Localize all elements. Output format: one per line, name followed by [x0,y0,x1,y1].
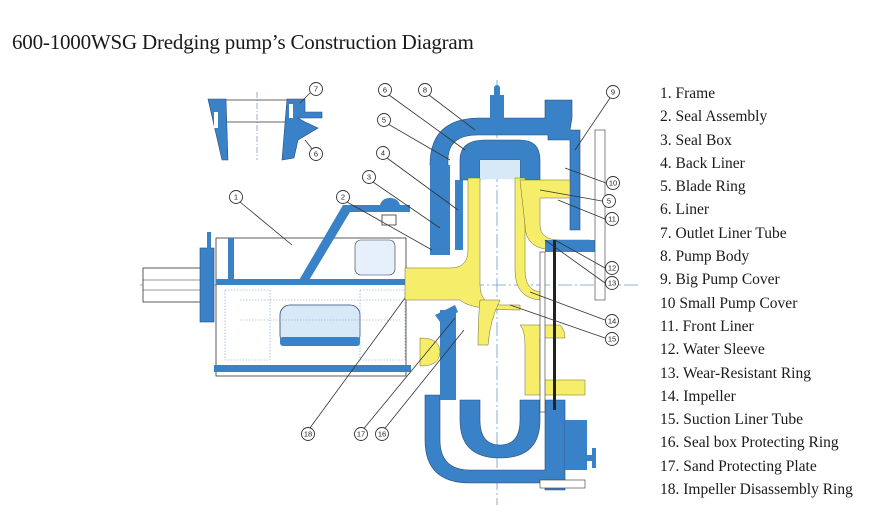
svg-text:11: 11 [608,215,616,224]
callout-16: 16 [375,427,389,441]
svg-text:16: 16 [378,430,386,439]
legend-item: 12. Water Sleeve [660,341,765,359]
svg-text:13: 13 [608,279,616,288]
legend-item: 5. Blade Ring [660,178,746,196]
callout-6b: 6 [309,147,323,161]
legend-item: 9. Big Pump Cover [660,271,780,289]
legend-item: 18. Impeller Disassembly Ring [660,481,853,499]
legend-item: 4. Back Liner [660,154,745,172]
legend-item: 16. Seal box Protecting Ring [660,434,839,452]
svg-text:6: 6 [383,86,387,95]
svg-text:8: 8 [423,86,427,95]
svg-text:14: 14 [608,317,616,326]
svg-text:3: 3 [367,173,371,182]
svg-text:15: 15 [608,335,616,344]
legend-item: 6. Liner [660,201,710,219]
svg-text:5: 5 [607,197,611,206]
callout-10: 10 [606,176,620,190]
callout-6a: 6 [378,83,392,97]
legend-item: 1. Frame [660,85,716,102]
callout-5b: 5 [602,194,616,208]
callout-7: 7 [309,82,323,96]
legend-item: 13. Wear-Resistant Ring [660,364,811,382]
svg-text:4: 4 [381,149,385,158]
svg-text:17: 17 [357,430,365,439]
callout-3: 3 [362,170,376,184]
callout-1: 1 [229,190,243,204]
callout-15: 15 [605,332,619,346]
svg-text:12: 12 [608,264,616,273]
parts-legend: 1. Frame 2. Seal Assembly 3. Seal Box 4.… [660,82,853,501]
callout-17: 17 [354,427,368,441]
callout-5a: 5 [377,113,391,127]
svg-text:10: 10 [609,179,617,188]
callout-14: 14 [605,314,619,328]
legend-item: 11. Front Liner [660,317,754,335]
shaft [142,232,215,323]
callout-4: 4 [376,146,390,160]
diagram-title: 600-1000WSG Dredging pump’s Construction… [12,30,474,54]
callout-13: 13 [605,276,619,290]
svg-text:6: 6 [314,150,318,159]
svg-text:9: 9 [611,88,615,97]
legend-item: 15. Suction Liner Tube [660,411,803,429]
svg-text:2: 2 [341,193,345,202]
inset-outlet-detail [207,92,323,161]
svg-text:5: 5 [382,116,386,125]
legend-item: 17. Sand Protecting Plate [660,457,817,475]
svg-text:7: 7 [314,85,318,94]
frame [214,198,411,377]
legend-item: 10 Small Pump Cover [660,294,798,312]
legend-item: 14. Impeller [660,387,736,405]
callout-18: 18 [301,427,315,441]
legend-item: 2. Seal Assembly [660,108,768,126]
pump-covers [539,129,606,413]
legend-item: 3. Seal Box [660,131,732,149]
svg-text:18: 18 [304,430,312,439]
liners [404,177,591,396]
pump-body [424,85,596,491]
callout-2: 2 [336,190,350,204]
leader-lines [239,92,611,433]
svg-text:1: 1 [234,193,238,202]
callout-11: 11 [605,212,619,226]
callout-12: 12 [605,261,619,275]
legend-item: 8. Pump Body [660,248,750,266]
callout-9: 9 [606,85,620,99]
legend-item: 7. Outlet Liner Tube [660,224,787,242]
callout-8: 8 [418,83,432,97]
